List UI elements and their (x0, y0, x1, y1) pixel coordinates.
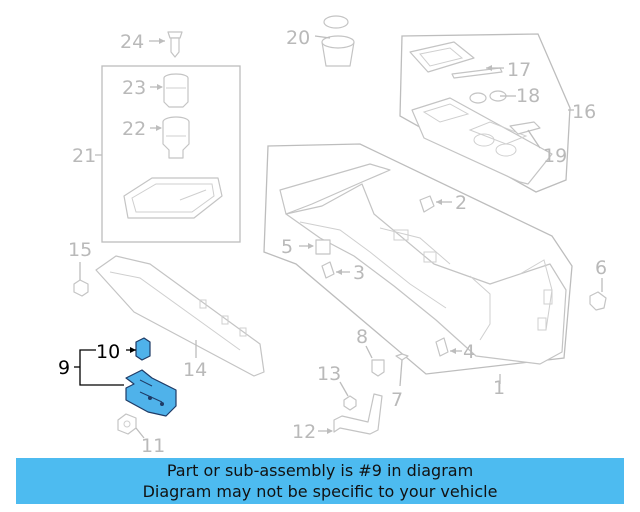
part-1-console-body (279, 163, 567, 365)
callout-17: 17 (507, 59, 531, 81)
callout-11: 11 (141, 435, 165, 457)
callout-7: 7 (391, 389, 403, 411)
part-21-tray (123, 177, 223, 219)
part-14-side-panel (95, 255, 265, 377)
callout-23: 23 (122, 77, 146, 99)
callout-21: 21 (72, 145, 96, 167)
part-4-clip (435, 337, 462, 357)
callout-3: 3 (353, 262, 365, 284)
part-8-retainer (365, 345, 385, 377)
part-24-pin (149, 31, 183, 58)
callout-16: 16 (572, 101, 596, 123)
info-banner: Part or sub-assembly is #9 in diagram Di… (16, 458, 624, 504)
part-12-bracket (318, 393, 383, 435)
callout-9: 9 (58, 357, 70, 379)
callout-8: 8 (356, 326, 368, 348)
group-21-box (101, 65, 241, 243)
part-15-bolt (73, 262, 89, 297)
part-23-socket (150, 73, 189, 108)
callout-4: 4 (463, 341, 475, 363)
banner-line-1: Part or sub-assembly is #9 in diagram (166, 461, 474, 480)
callout-24: 24 (120, 31, 144, 53)
banner-line-2: Diagram may not be specific to your vehi… (142, 482, 498, 501)
callout-15: 15 (68, 239, 92, 261)
callout-5: 5 (281, 236, 293, 258)
part-3-clip (321, 261, 350, 279)
part-22-socket (150, 116, 190, 159)
callout-2: 2 (455, 192, 467, 214)
callout-10: 10 (96, 341, 120, 363)
callout-22: 22 (122, 118, 146, 140)
part-6-bolt (589, 278, 607, 311)
part-16-console-top (411, 97, 553, 185)
callout-12: 12 (292, 421, 316, 443)
part-20-cup-insert (314, 15, 355, 67)
callout-19: 19 (543, 145, 567, 167)
callout-13: 13 (317, 363, 341, 385)
callout-9-bracket (74, 349, 124, 386)
part-2-clip (419, 195, 452, 213)
part-9-bracket-highlighted (125, 369, 177, 417)
callout-18: 18 (516, 85, 540, 107)
part-11-nut (117, 413, 145, 439)
callout-6: 6 (595, 257, 607, 279)
part-5-clip (299, 239, 331, 255)
part-17-bezel (409, 41, 504, 79)
group-16-box (399, 33, 571, 193)
part-18-panel (469, 90, 516, 104)
part-10-clip-highlighted (126, 337, 151, 361)
part-13-nut (339, 381, 357, 411)
callout-20: 20 (286, 27, 310, 49)
group-1-box (263, 143, 573, 375)
callout-14: 14 (183, 359, 207, 381)
part-7-screw (395, 353, 409, 387)
callout-1: 1 (493, 377, 505, 399)
